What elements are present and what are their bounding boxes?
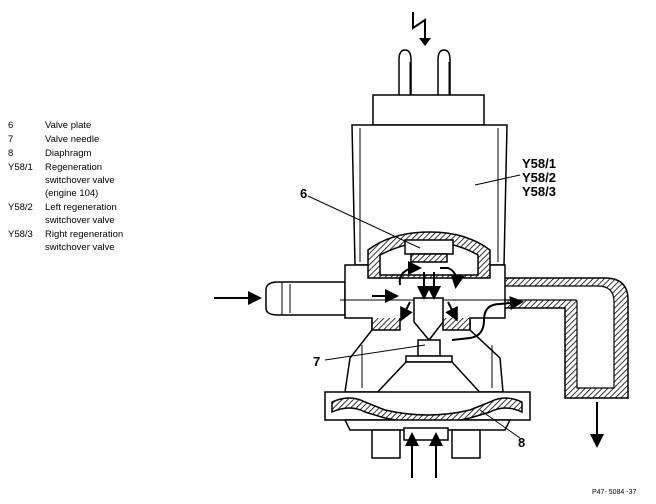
electrical-signal-icon [412, 12, 431, 46]
callout-y58-2: Y58/2 [522, 170, 556, 185]
solenoid-body [351, 124, 508, 266]
legend-desc: Diaphragm [45, 148, 92, 159]
callout-leaders [307, 174, 521, 439]
legend-desc: Left regeneration switchover valve [45, 202, 117, 226]
valve-plate [404, 239, 454, 263]
legend-key: 6 [8, 120, 14, 131]
callout-7: 7 [313, 354, 320, 369]
valve-needle [405, 297, 453, 363]
vacuum-ports [371, 427, 481, 459]
legend-desc: Right regeneration switchover valve [45, 229, 124, 253]
legend-desc: Valve plate [45, 120, 92, 131]
flow-arrows [214, 261, 604, 478]
callout-y58-3: Y58/3 [522, 184, 556, 199]
connector-housing [372, 94, 485, 126]
legend-item: Y58/1 Regeneration switchover valve (eng… [8, 161, 158, 200]
legend-key: 8 [8, 148, 14, 159]
connector-pins [398, 49, 451, 95]
legend-item: Y58/3 Right regeneration switchover valv… [8, 228, 158, 254]
legend-key: Y58/1 [8, 162, 33, 173]
legend-item: Y58/2 Left regeneration switchover valve [8, 201, 158, 227]
callout-y58-1: Y58/1 [522, 156, 556, 171]
callout-6: 6 [300, 186, 307, 201]
legend-key: Y58/3 [8, 229, 33, 240]
legend-item: 7 Valve needle [8, 133, 158, 146]
outlet-pipe [494, 277, 629, 399]
legend-key: Y58/2 [8, 202, 33, 213]
inlet-pipe [265, 281, 346, 316]
legend-desc: Regeneration switchover valve (engine 10… [45, 162, 115, 199]
legend-item: 6 Valve plate [8, 119, 158, 132]
legend-item: 8 Diaphragm [8, 147, 158, 160]
diaphragm [324, 391, 531, 431]
legend: 6 Valve plate 7 Valve needle 8 Diaphragm… [8, 119, 158, 255]
callout-8: 8 [518, 435, 525, 450]
legend-key: 7 [8, 134, 14, 145]
figure-reference: P47- 5084 -37 [592, 489, 636, 496]
legend-desc: Valve needle [45, 134, 100, 145]
